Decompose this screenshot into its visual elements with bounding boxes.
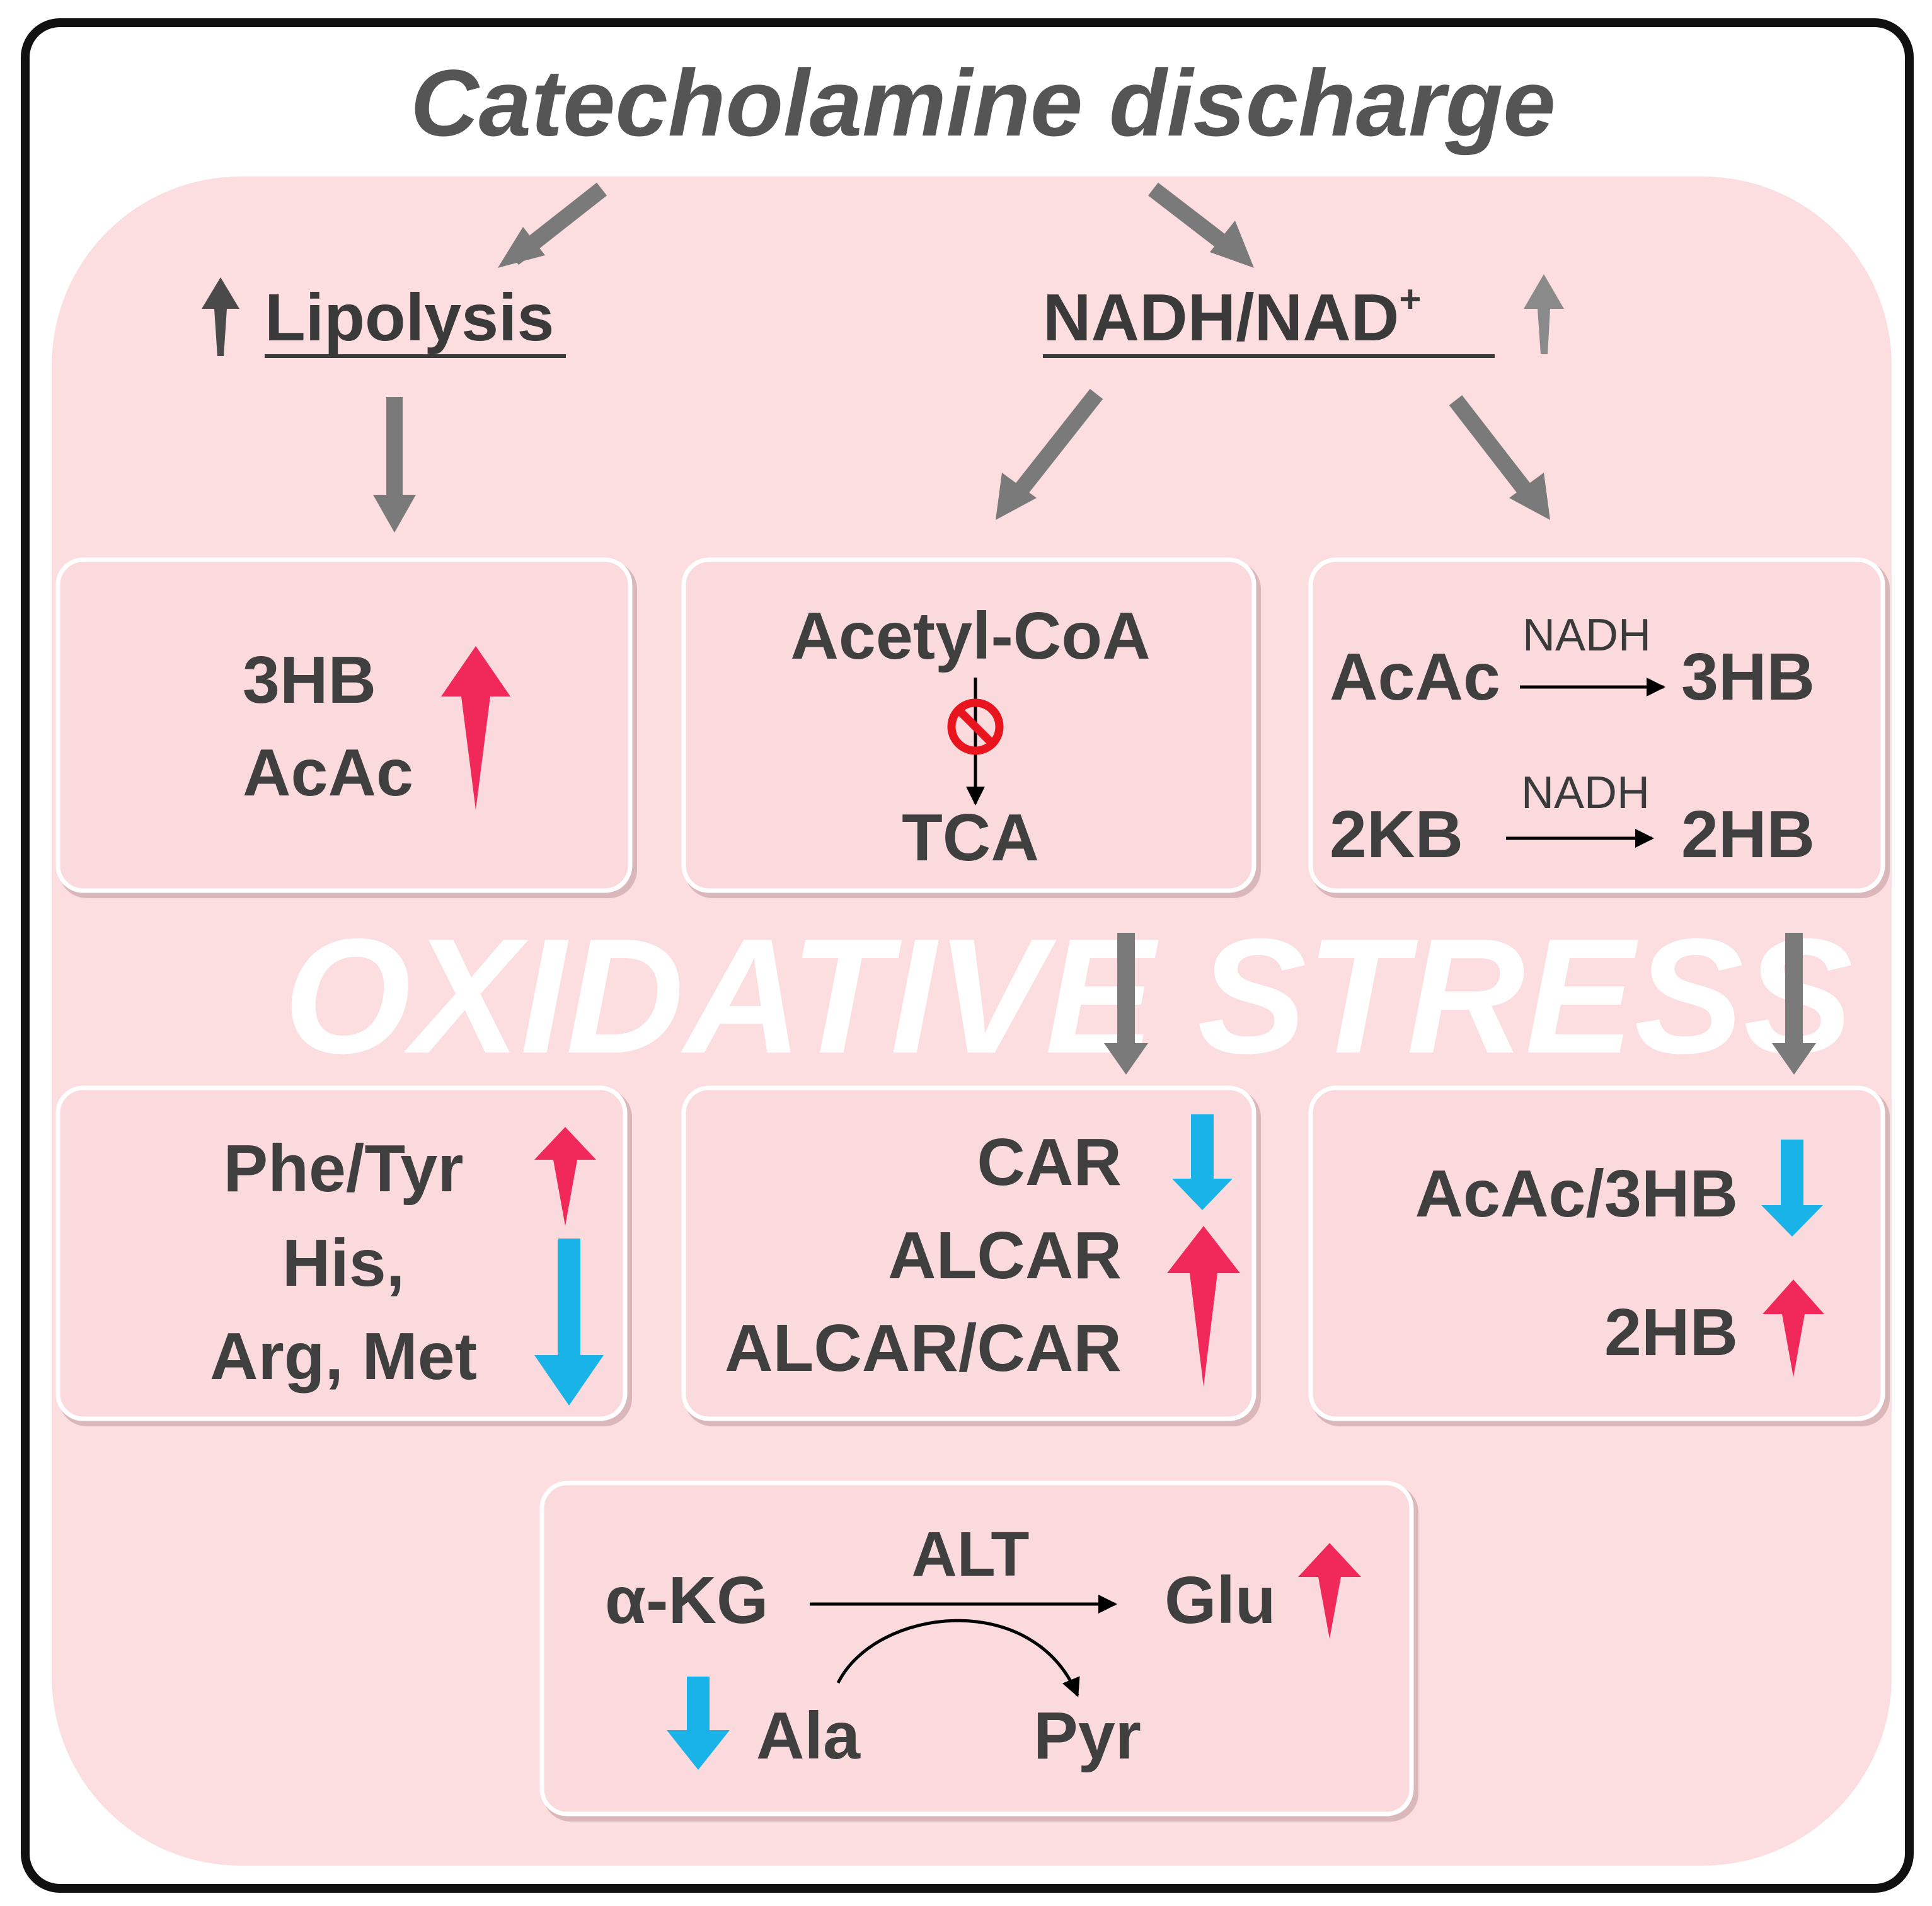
acetyl-coa-label: Acetyl-CoA: [790, 599, 1150, 673]
increase-arrow-icon: [1167, 1226, 1240, 1387]
flow-arrow-nadh-to-reactions: [1449, 395, 1538, 503]
ketone-3hb-label: 3HB: [243, 643, 376, 717]
stress-background-word: STRESS: [1197, 905, 1854, 1088]
lipolysis-up-arrow-icon: [202, 277, 239, 356]
carnitine-box: CAR ALCAR ALCAR/CAR: [681, 1085, 1261, 1426]
box-panel: [1308, 1085, 1885, 1421]
flow-arrow-head: [1772, 1043, 1816, 1075]
box-panel: [1308, 557, 1885, 893]
pyr-label: Pyr: [1033, 1699, 1141, 1773]
reaction2-product: 2HB: [1681, 797, 1815, 872]
increase-arrow-icon: [441, 646, 510, 810]
oxidative-background-word: OXIDATIVE: [284, 905, 1160, 1088]
ketone-acac-label: AcAc: [243, 736, 413, 810]
diagram-title: Catecholamine discharge: [410, 50, 1555, 156]
flow-arrow-head: [1210, 221, 1254, 268]
arg-met-label: Arg, Met: [210, 1319, 477, 1394]
tca-label: TCA: [902, 800, 1039, 875]
box-panel: [681, 1085, 1256, 1421]
alcar-label: ALCAR: [888, 1218, 1122, 1293]
flow-arrow-tca-down: [1117, 933, 1135, 1046]
ketone-bodies-box: 3HB AcAc: [55, 557, 637, 898]
alcar-car-ratio-label: ALCAR/CAR: [725, 1311, 1122, 1385]
reaction1-cofactor: NADH: [1522, 610, 1651, 661]
alpha-kg-label: α-KG: [605, 1563, 768, 1637]
reaction2-substrate: 2KB: [1330, 797, 1463, 872]
nadh-up-arrow-icon: [1524, 274, 1564, 354]
decrease-arrow-icon: [1761, 1140, 1823, 1237]
car-label: CAR: [977, 1125, 1122, 1199]
tca-inhibition-box: Acetyl-CoA TCA: [681, 557, 1261, 898]
increase-arrow-icon: [1762, 1279, 1824, 1377]
amino-acids-box: Phe/Tyr His, Arg, Met: [55, 1085, 632, 1426]
ketone-ratio-box: AcAc/3HB 2HB: [1308, 1085, 1890, 1426]
glu-label: Glu: [1164, 1563, 1276, 1637]
box-panel: [55, 557, 633, 893]
flow-arrow-head: [1509, 473, 1550, 520]
nadh-reactions-box: AcAc NADH 3HB 2KB NADH 2HB: [1308, 557, 1890, 898]
his-label: His,: [282, 1226, 405, 1300]
decrease-arrow-icon: [1172, 1114, 1233, 1210]
flow-arrow-head: [498, 227, 545, 268]
reaction1-product: 3HB: [1681, 640, 1815, 714]
alt-reaction-box: α-KG ALT Glu Ala Pyr: [539, 1481, 1418, 1822]
ala-to-pyr-curved-arrow: [836, 1619, 1080, 1697]
increase-arrow-icon: [1298, 1543, 1361, 1639]
increase-arrow-icon: [534, 1127, 596, 1226]
box-panel: [55, 1085, 628, 1421]
nadh-ratio-text: NADH/NAD: [1043, 280, 1399, 355]
alt-enzyme-label: ALT: [912, 1519, 1030, 1590]
reaction1-substrate: AcAc: [1330, 640, 1500, 714]
flow-arrow-reactions-down: [1785, 933, 1803, 1046]
flow-arrow-head: [1104, 1043, 1148, 1075]
reaction2-cofactor: NADH: [1521, 768, 1650, 818]
phe-tyr-label: Phe/Tyr: [224, 1131, 464, 1206]
decrease-arrow-icon: [667, 1677, 730, 1770]
lipolysis-label: Lipolysis: [265, 280, 554, 355]
flow-arrow-lipolysis-down: [386, 397, 403, 498]
inhibition-icon: [947, 698, 1004, 755]
flow-arrow-head: [373, 495, 416, 533]
decrease-arrow-icon: [534, 1239, 604, 1406]
nadh-superscript: +: [1399, 278, 1421, 320]
ala-label: Ala: [756, 1699, 861, 1773]
flow-arrow-nadh-to-tca: [1008, 388, 1103, 504]
box-panel: [539, 1481, 1414, 1816]
acac-3hb-ratio-label: AcAc/3HB: [1415, 1157, 1738, 1231]
2hb-label: 2HB: [1604, 1295, 1738, 1370]
nadh-ratio-label: NADH/NAD+: [1043, 278, 1421, 355]
flow-arrow-head: [996, 473, 1037, 520]
